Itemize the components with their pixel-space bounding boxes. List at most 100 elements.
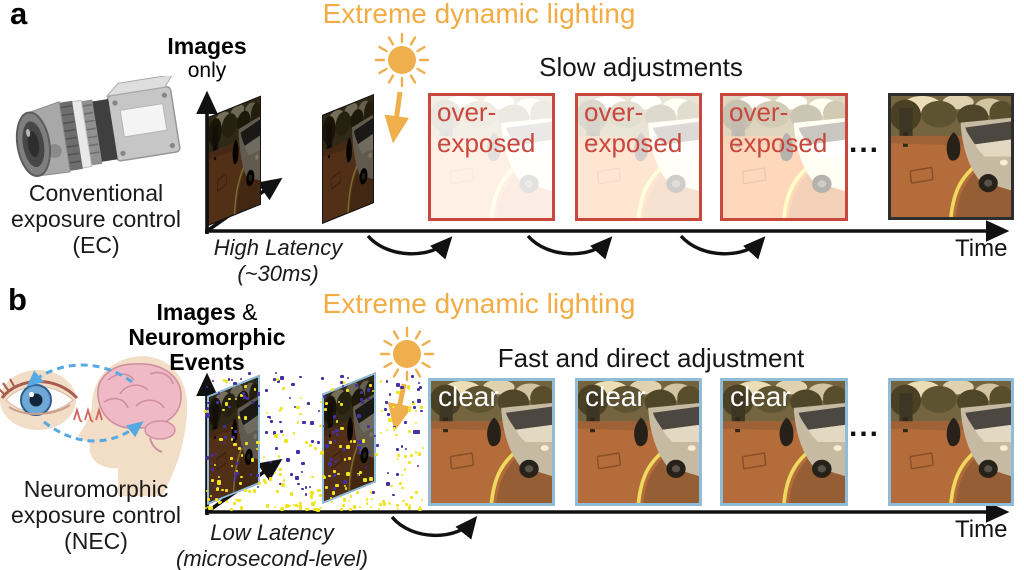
- event-dot: [400, 445, 404, 449]
- event-dot: [350, 440, 353, 443]
- event-dot: [334, 460, 338, 463]
- event-dot: [250, 457, 255, 462]
- event-dot: [386, 428, 389, 431]
- event-dot: [339, 495, 342, 498]
- event-dot: [284, 439, 288, 443]
- event-dot: [333, 440, 336, 443]
- event-dot: [344, 487, 347, 490]
- event-dot: [257, 404, 260, 407]
- ellipsis: ...: [849, 410, 881, 443]
- event-dot: [300, 471, 303, 473]
- event-dot: [205, 489, 208, 492]
- event-dot: [411, 400, 414, 403]
- event-dot: [419, 385, 423, 389]
- event-dot: [246, 397, 250, 401]
- event-dot: [239, 506, 244, 511]
- event-dot: [279, 406, 283, 410]
- event-dot: [217, 479, 222, 484]
- event-dot: [335, 432, 339, 436]
- eye-brain-illustration: [0, 356, 188, 496]
- event-dot: [324, 444, 329, 448]
- event-dot: [299, 502, 302, 506]
- event-dot: [275, 378, 279, 382]
- event-dot: [279, 430, 283, 434]
- event-dot: [239, 377, 242, 381]
- event-dot: [356, 440, 359, 443]
- event-dot: [365, 466, 368, 469]
- event-dot: [358, 440, 363, 444]
- event-dot: [298, 506, 303, 510]
- event-dot: [408, 460, 412, 464]
- event-dot: [282, 479, 285, 482]
- event-dot: [249, 473, 253, 476]
- event-dot: [206, 497, 211, 502]
- event-dot: [311, 440, 314, 443]
- event-dot: [293, 504, 296, 507]
- panel-b-adjustment-arrow: [390, 515, 478, 540]
- overexposure-wash: [431, 96, 552, 218]
- event-dot: [332, 414, 337, 419]
- event-dot: [274, 372, 277, 375]
- event-dot: [309, 444, 312, 447]
- clear-caption: clear: [438, 381, 499, 412]
- event-dot: [250, 400, 255, 405]
- clear-frame: clear: [720, 378, 848, 506]
- event-dot: [243, 385, 247, 389]
- event-dot: [374, 453, 378, 457]
- event-dot: [230, 465, 233, 468]
- event-dot: [407, 406, 412, 410]
- event-dot: [340, 374, 344, 379]
- event-dot: [233, 429, 238, 434]
- event-dot: [310, 420, 315, 425]
- event-dot: [278, 482, 282, 486]
- event-dot: [237, 498, 241, 503]
- event-dot: [206, 413, 211, 417]
- event-dot: [356, 473, 360, 476]
- event-dot: [377, 508, 380, 511]
- event-dot: [369, 384, 372, 387]
- event-dot: [407, 385, 411, 389]
- event-dot: [382, 500, 386, 504]
- event-dot: [295, 476, 299, 481]
- event-dot: [371, 390, 375, 393]
- event-dot: [263, 478, 267, 482]
- event-dot: [296, 505, 299, 508]
- event-dot: [392, 405, 395, 409]
- event-dot: [414, 410, 417, 413]
- event-dot: [311, 502, 315, 506]
- neuromorphic-events-cloud: [204, 368, 426, 515]
- event-dot: [383, 408, 387, 412]
- event-dot: [405, 447, 408, 450]
- event-dot: [419, 405, 423, 410]
- event-dot: [320, 507, 323, 510]
- event-dot: [299, 412, 302, 416]
- event-dot: [282, 434, 285, 437]
- event-dot: [340, 426, 345, 431]
- event-dot: [240, 393, 244, 397]
- event-dot: [392, 426, 396, 430]
- event-dot: [329, 497, 332, 500]
- event-dot: [230, 426, 234, 430]
- event-dot: [275, 490, 279, 494]
- event-dot: [366, 424, 370, 428]
- event-dot: [207, 506, 212, 511]
- event-dot: [322, 425, 325, 428]
- event-dot: [220, 488, 224, 492]
- event-dot: [403, 420, 408, 425]
- event-dot: [398, 481, 403, 486]
- event-dot: [413, 429, 418, 434]
- event-dot: [304, 492, 308, 496]
- event-dot: [302, 420, 306, 425]
- event-dot: [265, 411, 268, 414]
- event-dot: [421, 446, 425, 450]
- event-dot: [305, 507, 309, 512]
- event-dot: [233, 478, 236, 482]
- image-frame: [322, 93, 374, 225]
- event-dot: [289, 492, 294, 497]
- event-dot: [352, 505, 357, 510]
- panel-a-label: a: [10, 0, 28, 31]
- event-dot: [281, 387, 285, 391]
- event-dot: [204, 409, 208, 413]
- panel-b-device-label: Neuromorphic exposure control (NEC): [10, 476, 182, 554]
- event-dot: [342, 504, 346, 508]
